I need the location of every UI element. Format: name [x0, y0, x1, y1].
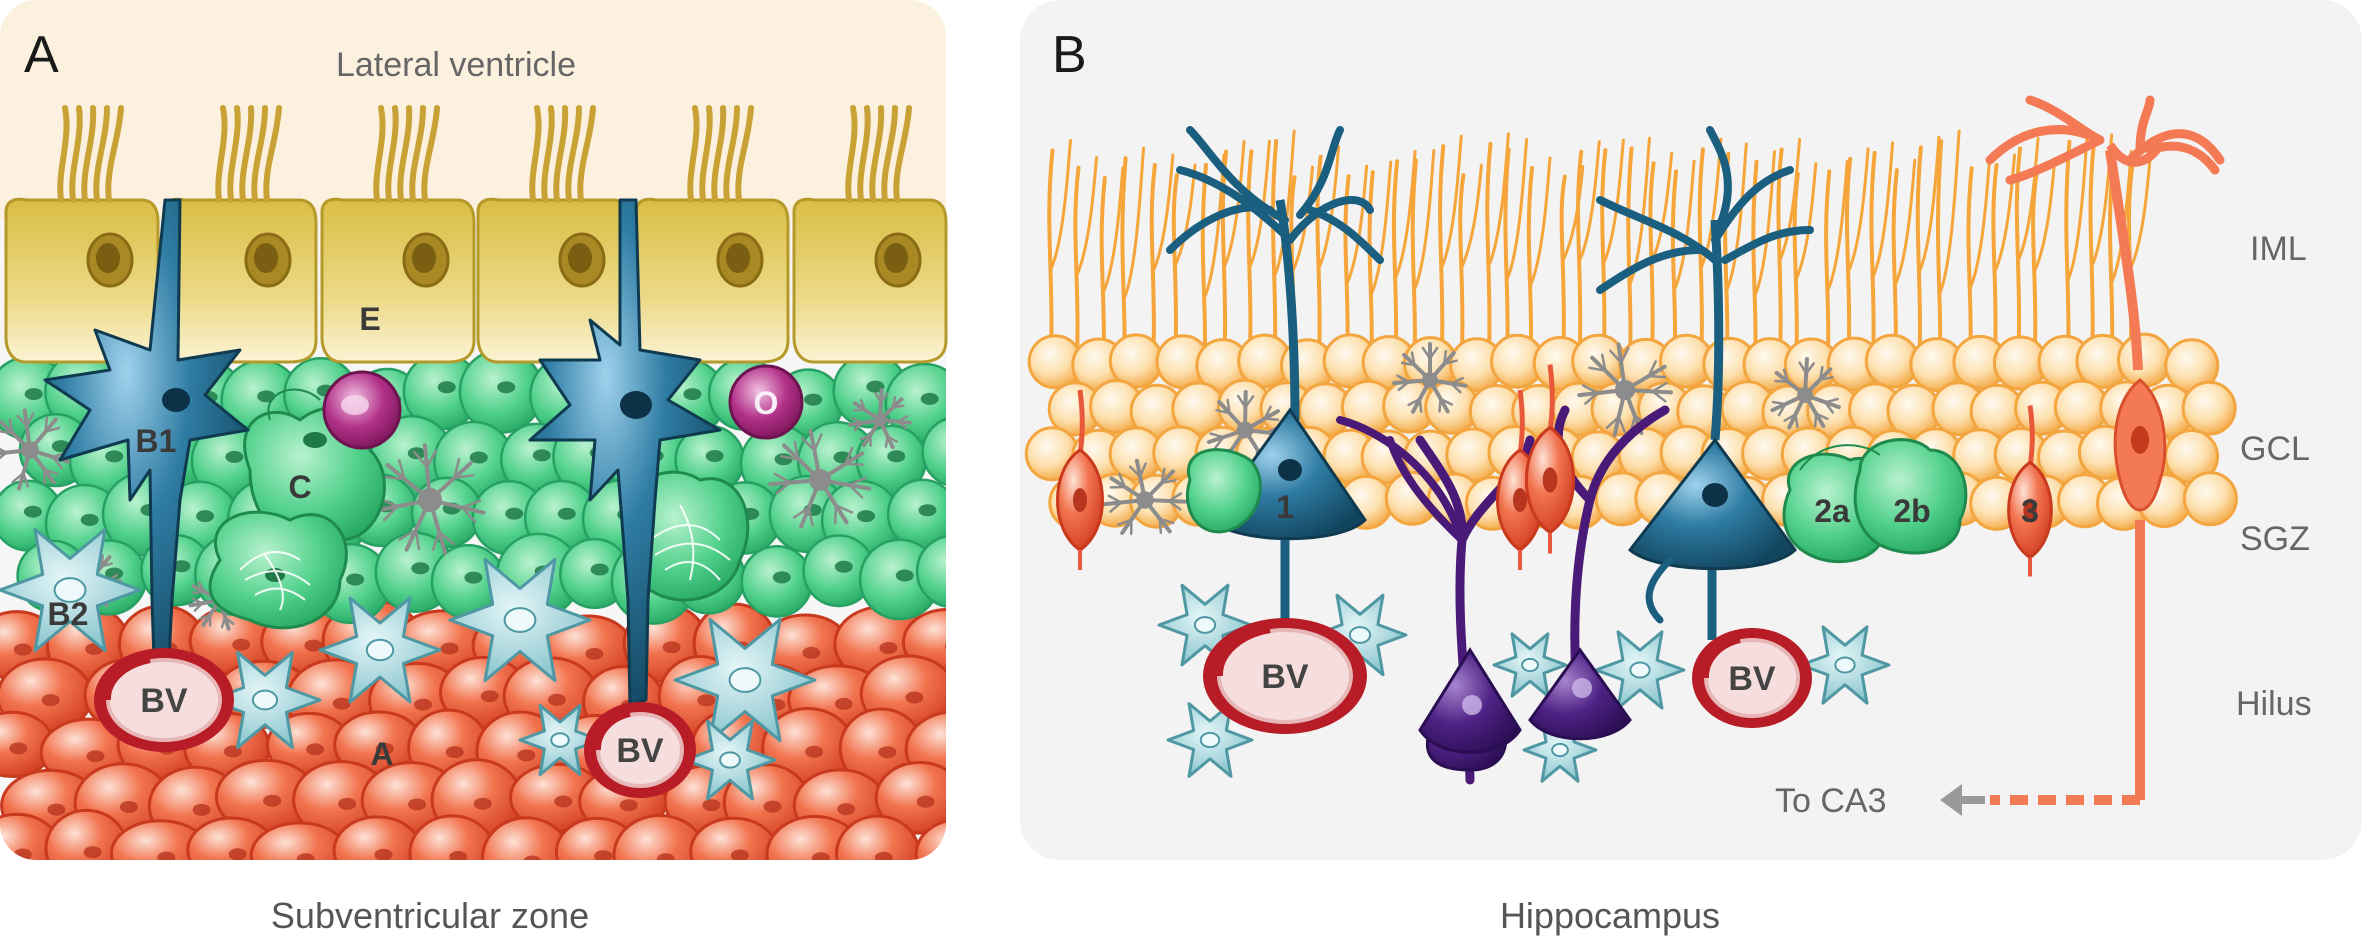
- panel-a-caption: Subventricular zone: [271, 895, 589, 936]
- lateral-ventricle-label: Lateral ventricle: [336, 46, 576, 84]
- transit-amplifying-cell: [923, 417, 992, 486]
- cell-label-3: 3: [2021, 493, 2039, 529]
- transit-amplifying-cell: [742, 546, 812, 616]
- lateral-ventricle-zone: [0, 0, 946, 220]
- granule-cell: [2183, 382, 2235, 434]
- panel-a: O A Lateral ventricle E B1 C B2 A BV BV: [0, 0, 1033, 936]
- layer-label-gcl: GCL: [2240, 430, 2310, 468]
- neuroblast-a: [837, 816, 920, 891]
- layer-label-hilus: Hilus: [2236, 685, 2312, 723]
- to-ca3-label: To CA3: [1775, 782, 1887, 820]
- oligodendrocyte-1: [324, 372, 400, 448]
- panel-b-caption: Hippocampus: [1500, 895, 1720, 936]
- cell-label-b1: B1: [136, 423, 177, 459]
- transit-amplifying-cell: [917, 536, 988, 607]
- neuroblast-a: [916, 819, 1003, 888]
- panel-b: B IML GCL SGZ Hilus To CA3 1 2a 2b 3 BV …: [1020, 0, 2362, 936]
- cell-label-a: A: [370, 736, 393, 772]
- blood-vessel-label-a2: BV: [616, 732, 664, 770]
- transit-amplifying-cell: [888, 480, 957, 549]
- cell-label-2a: 2a: [1814, 493, 1850, 529]
- neuroblast-a: [947, 662, 1032, 739]
- panel-b-letter: B: [1052, 26, 1087, 84]
- layer-label-iml: IML: [2250, 230, 2307, 268]
- blood-vessel-label-b2: BV: [1728, 660, 1776, 698]
- cell-label-b2: B2: [48, 596, 89, 632]
- cell-label-c: C: [288, 469, 311, 505]
- cell-label-e: E: [359, 301, 380, 337]
- blood-vessel-label-b1: BV: [1261, 658, 1309, 696]
- cell-label-2b: 2b: [1893, 493, 1930, 529]
- neuroblast-a: [334, 817, 421, 885]
- panel-a-letter: A: [24, 26, 59, 84]
- cell-label-1: 1: [1276, 489, 1294, 525]
- blood-vessel-label-a1: BV: [140, 682, 188, 720]
- layer-label-sgz: SGZ: [2240, 520, 2310, 558]
- granule-cell: [1110, 335, 1162, 387]
- granule-cell: [2119, 334, 2171, 386]
- granule-cell: [2184, 473, 2236, 525]
- neuroblast-a: [691, 818, 777, 885]
- cell-label-o: O: [754, 385, 779, 421]
